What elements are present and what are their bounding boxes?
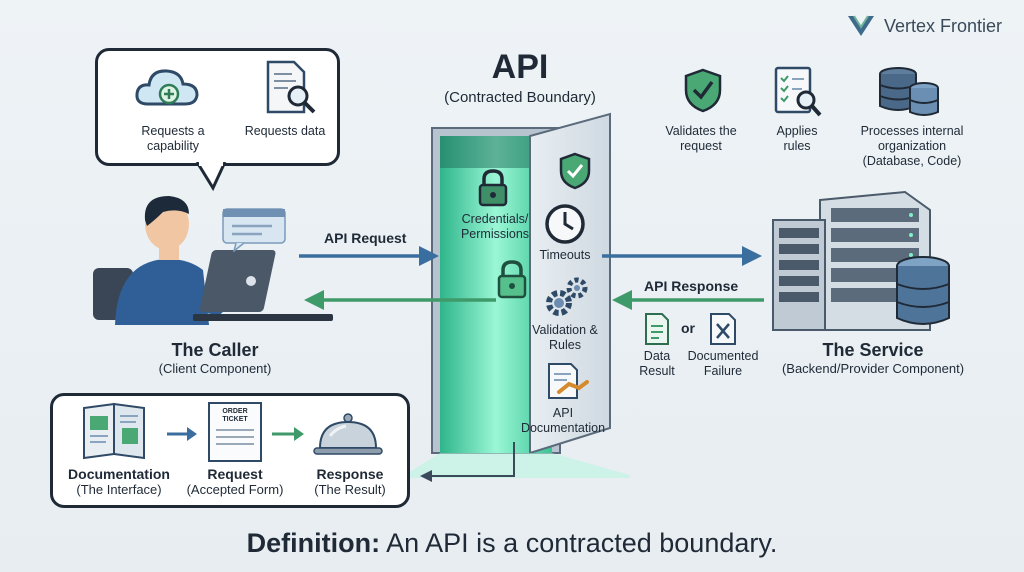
failure-document-icon <box>710 313 736 345</box>
analogy-req-sub: (Accepted Form) <box>186 482 284 497</box>
api-response-arrow <box>612 290 764 310</box>
handshake-document-icon <box>548 363 589 399</box>
api-response-return-arrow <box>304 290 496 310</box>
api-subtitle: (Contracted Boundary) <box>444 89 596 106</box>
bubble-label-data: Requests data <box>244 124 326 138</box>
api-title: API <box>491 48 549 86</box>
door-label-credentials: Credentials/ Permissions <box>460 212 530 241</box>
document-search-icon <box>266 60 316 114</box>
analogy-resp-title: Response <box>316 466 384 482</box>
chat-window-icon <box>222 208 286 252</box>
brand: Vertex Frontier <box>846 14 1002 38</box>
serving-cloche-icon <box>313 413 383 455</box>
order-ticket-icon: ORDER TICKET <box>208 402 262 462</box>
analogy-req-title: Request <box>207 466 263 482</box>
gears-icon <box>546 277 588 316</box>
data-document-icon <box>645 313 669 345</box>
clock-icon <box>545 204 585 244</box>
rules-checklist-icon <box>774 66 822 117</box>
documented-failure-label: Documented Failure <box>687 349 759 378</box>
padlock-icon <box>478 169 508 207</box>
bubble-label-capability: Requests a capability <box>141 124 205 153</box>
api-request-arrow <box>299 246 439 266</box>
processes-label: Processes internal organization (Databas… <box>860 124 964 168</box>
bubble-tail-icon <box>195 162 227 192</box>
analogy-arrow-1 <box>167 427 197 441</box>
brand-name: Vertex Frontier <box>883 15 1002 36</box>
caller-illustration <box>93 196 333 325</box>
caller-subtitle: (Client Component) <box>158 361 272 376</box>
api-request-continue-arrow <box>602 246 762 266</box>
applies-rules-label: Applies rules <box>776 124 818 153</box>
door-label-timeouts: Timeouts <box>539 248 591 262</box>
definition-label: Definition: <box>246 528 381 558</box>
server-illustration <box>772 190 950 331</box>
service-title: The Service <box>822 340 924 360</box>
door-label-documentation: API Documentation <box>520 406 606 435</box>
cloud-plus-icon <box>135 69 199 106</box>
validates-label: Validates the request <box>665 124 737 153</box>
analogy-resp-sub: (The Result) <box>314 482 386 497</box>
database-stack-icon <box>879 67 939 116</box>
documentation-link-arrow <box>420 442 515 482</box>
api-response-label: API Response <box>644 278 739 294</box>
analogy-doc-title: Documentation <box>68 466 170 482</box>
door-label-validation: Validation & Rules <box>532 323 598 352</box>
menu-book-icon <box>83 402 145 460</box>
api-request-label: API Request <box>324 230 407 246</box>
caller-title: The Caller <box>171 340 259 360</box>
analogy-doc-sub: (The Interface) <box>76 482 162 497</box>
shield-check-icon <box>559 152 591 190</box>
validate-shield-icon <box>684 68 722 113</box>
analogy-arrow-2 <box>272 427 304 441</box>
glowing-padlock-icon <box>497 260 527 299</box>
definition: Definition: An API is a contracted bound… <box>0 528 1024 559</box>
order-ticket-text: ORDER TICKET <box>222 408 248 423</box>
or-label: or <box>681 320 695 336</box>
vertex-logo-icon <box>847 15 874 36</box>
data-result-label: Data Result <box>639 349 675 378</box>
definition-text: An API is a contracted boundary. <box>380 528 778 558</box>
service-subtitle: (Backend/Provider Component) <box>781 361 965 376</box>
